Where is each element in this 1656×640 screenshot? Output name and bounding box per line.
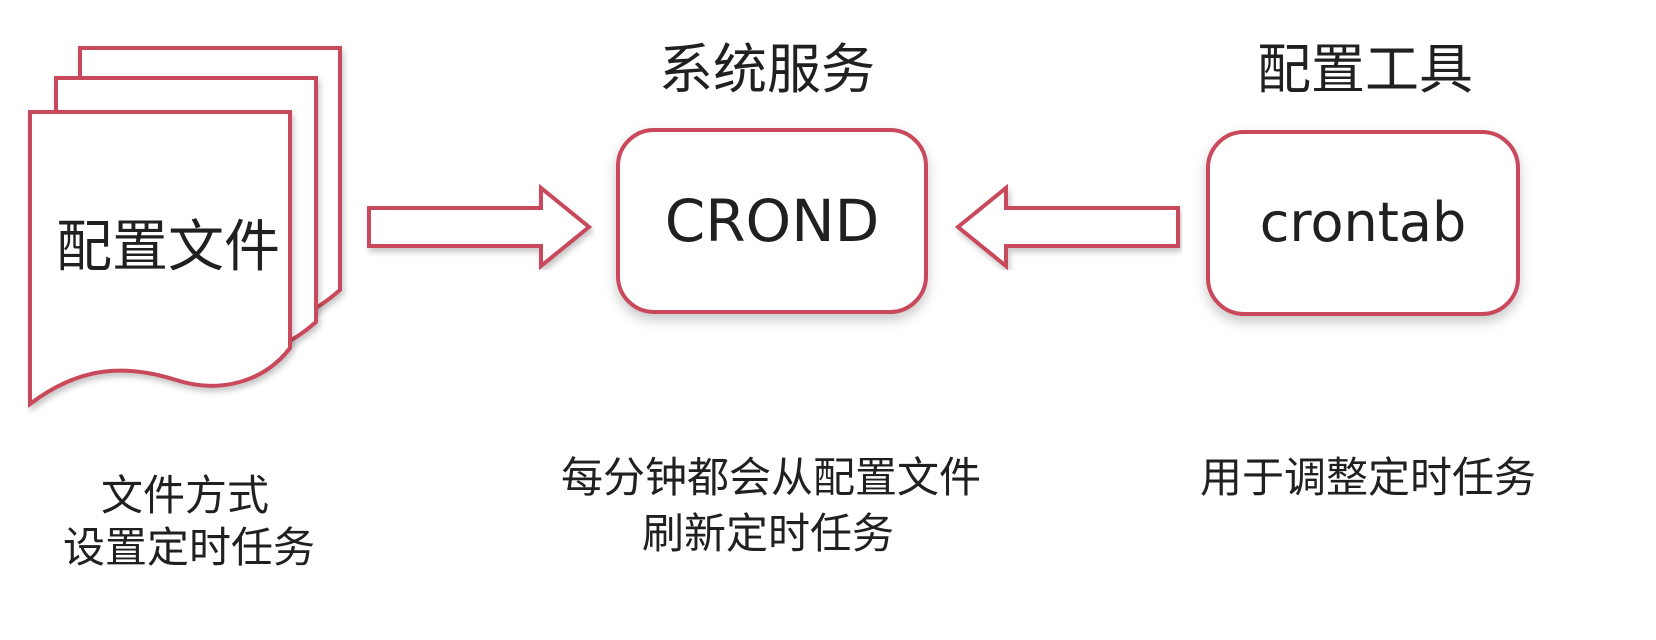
config-file-caption-line1: 文件方式	[100, 471, 269, 520]
config-file-label: 配置文件	[56, 215, 280, 280]
crond-box: CROND	[616, 128, 928, 314]
right-arrow-icon	[367, 184, 593, 270]
system-service-caption-line1: 每分钟都会从配置文件	[560, 453, 981, 502]
left-arrow-icon	[954, 184, 1180, 270]
config-file-stack	[18, 40, 358, 460]
crontab-label: crontab	[1259, 191, 1467, 254]
crontab-box: crontab	[1206, 130, 1520, 316]
config-file-caption-line2: 设置定时任务	[62, 523, 315, 572]
config-tool-title: 配置工具	[1257, 38, 1473, 101]
document-front-sheet	[28, 110, 292, 409]
config-tool-caption-line1: 用于调整定时任务	[1199, 453, 1536, 502]
system-service-caption-line2: 刷新定时任务	[641, 509, 894, 558]
system-service-title: 系统服务	[659, 38, 875, 101]
crond-label: CROND	[664, 187, 880, 255]
document-stack-icon	[28, 46, 342, 409]
